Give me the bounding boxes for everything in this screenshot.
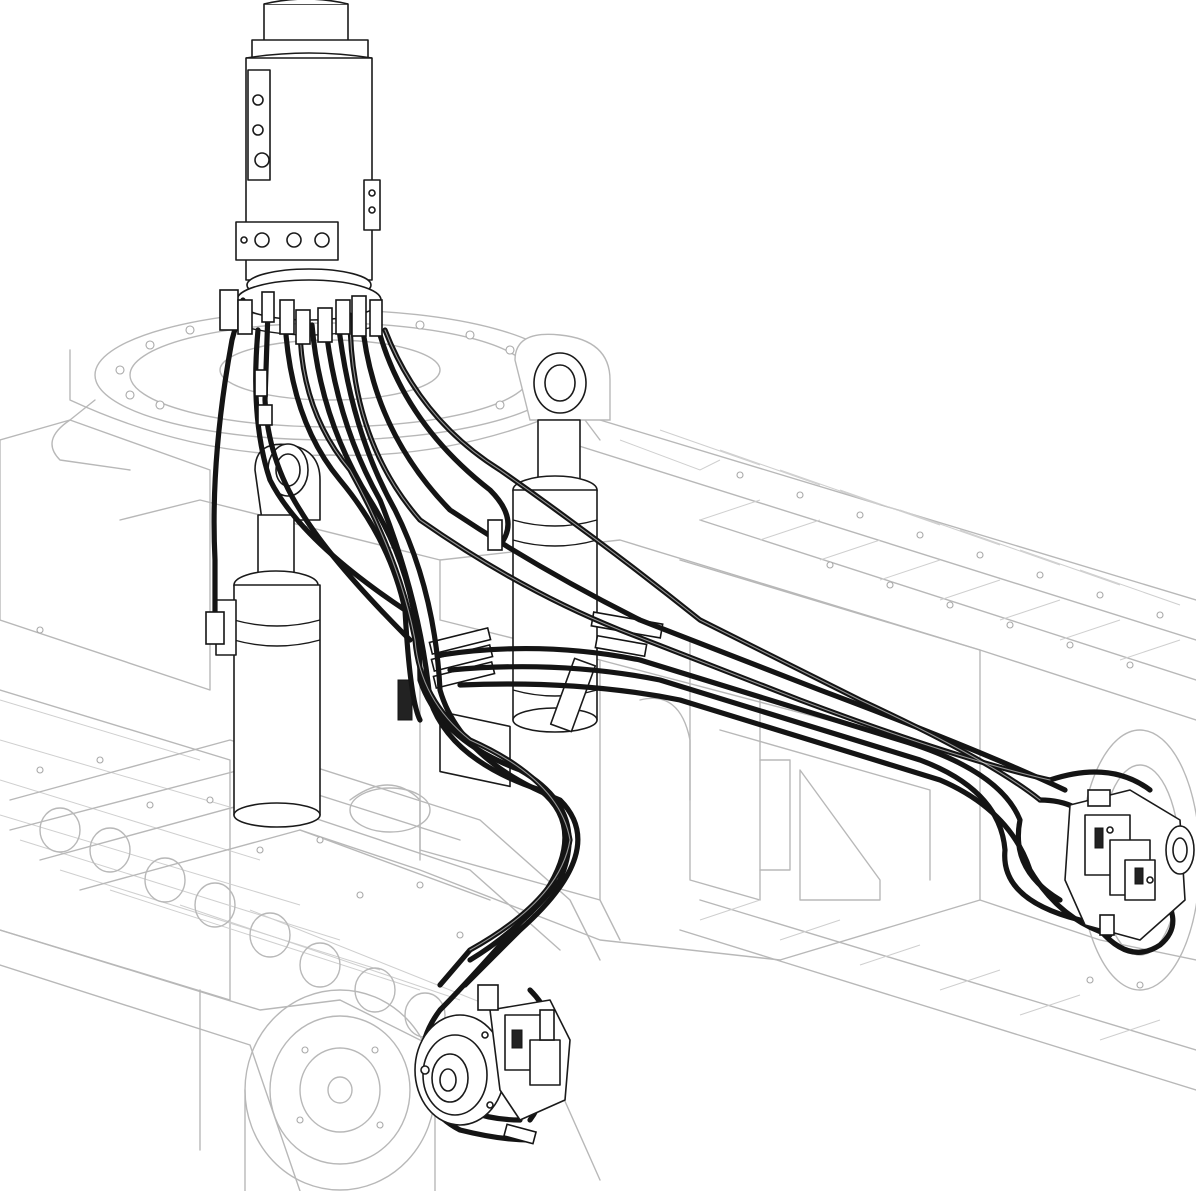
right-support-cylinder (512, 475, 598, 733)
left-sprocket (244, 989, 436, 1191)
track-bolts (36, 471, 1164, 989)
right-travel-motor (1064, 789, 1195, 941)
right-cylinder-mount (514, 333, 611, 491)
track-shoes-right (619, 429, 1181, 1041)
crawler-undercarriage (0, 419, 1196, 1191)
swivel-fittings (205, 289, 503, 645)
left-track-chain (39, 807, 446, 1038)
hydraulic-hose-bundle (211, 297, 1176, 1143)
left-support-cylinder (215, 443, 321, 828)
rotary-swivel-joint (235, 0, 382, 336)
left-travel-motor (414, 984, 571, 1145)
